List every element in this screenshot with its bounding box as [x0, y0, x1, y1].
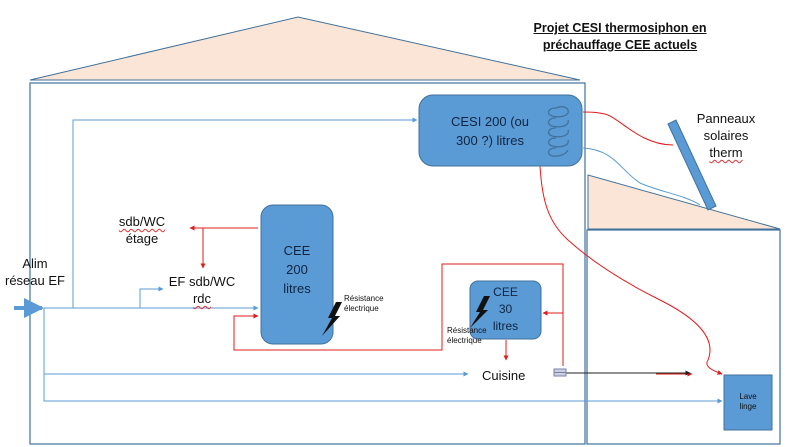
cee200-label-line-3: litres [283, 281, 311, 296]
cee30-label-line-1: CEE [493, 285, 518, 299]
resistance-label-1: Résistance électrique [344, 294, 384, 314]
sdb-etage-label: sdb/WC étage [112, 213, 172, 247]
ef-sdb-line-2: rdc [192, 291, 212, 306]
pipe-panel-return [582, 147, 701, 206]
main-roof [29, 16, 581, 81]
title-line-1: Projet CESI thermosiphon en [533, 21, 707, 35]
lightning-icon [322, 302, 342, 336]
pipe-cesi-to-lave-linge [539, 165, 723, 375]
alim-label: Alim réseau EF [0, 255, 70, 289]
resistance-1-line-1: Résistance [344, 294, 384, 303]
ef-sdb-label: EF sdb/WC rdc [164, 273, 240, 307]
coil-icon [547, 106, 569, 157]
title-line-2: préchauffage CEE actuels [542, 38, 698, 52]
lave-linge-label: Lave linge [724, 392, 772, 412]
panneaux-label: Panneaux solaires therm [688, 110, 764, 161]
pipe-to-lave-linge [43, 374, 723, 404]
panneaux-line-3: therm [709, 145, 743, 160]
resistance-1-line-2: électrique [344, 304, 379, 313]
pipe-loop-cee200-cee30 [233, 263, 564, 366]
resistance-2-line-2: électrique [447, 336, 482, 345]
pipe-panel-to-cesi [582, 111, 674, 146]
cee200-label-line-2: 200 [286, 262, 308, 277]
cee200-label-line-1: CEE [283, 243, 311, 258]
house-wall [29, 82, 586, 445]
pipe-to-cuisine [43, 308, 469, 377]
annex-roof [587, 174, 781, 230]
cuisine-label: Cuisine [482, 368, 526, 383]
lightning-icon-2 [470, 296, 490, 328]
cesi-label: CESI 200 (ou 300 ?) litres [430, 112, 550, 150]
panneaux-line-1: Panneaux [696, 111, 756, 126]
pipe-to-cesi [44, 117, 418, 309]
sdb-etage-line-2: étage [125, 231, 159, 246]
resistance-label-2: Résistance électrique [447, 326, 487, 346]
hot-water-pipes [189, 111, 723, 377]
cee30-label-line-3: litres [492, 319, 519, 333]
panneaux-line-2: solaires [703, 128, 749, 143]
annex-wall [586, 229, 781, 445]
cesi-tank [418, 94, 583, 167]
sdb-etage-line-1: sdb/WC [118, 214, 166, 229]
diagram-title: Projet CESI thermosiphon en préchauffage… [520, 20, 720, 54]
valve-icon [553, 368, 567, 377]
cee30-label-line-2: 30 [498, 302, 513, 316]
lave-linge-box [723, 374, 773, 431]
lave-linge-line-2: linge [739, 402, 757, 411]
lave-linge-line-1: Lave [739, 392, 757, 401]
resistance-2-line-1: Résistance [447, 326, 487, 335]
cee200-label: CEE 200 litres [261, 241, 333, 298]
pipe-to-ef-sdb [139, 286, 164, 308]
alim-line-1: Alim [22, 256, 48, 271]
cee200-tank [260, 204, 334, 345]
alim-line-2: réseau EF [5, 273, 65, 288]
cee30-label: CEE 30 litres [470, 284, 541, 335]
cesi-label-line-1: CESI 200 (ou [450, 114, 530, 129]
cesi-label-line-2: 300 ?) litres [456, 133, 524, 148]
cold-water-pipes [14, 117, 723, 404]
solar-panel [667, 119, 717, 211]
cee30-tank [469, 280, 542, 340]
ef-sdb-line-1: EF sdb/WC [168, 274, 236, 289]
